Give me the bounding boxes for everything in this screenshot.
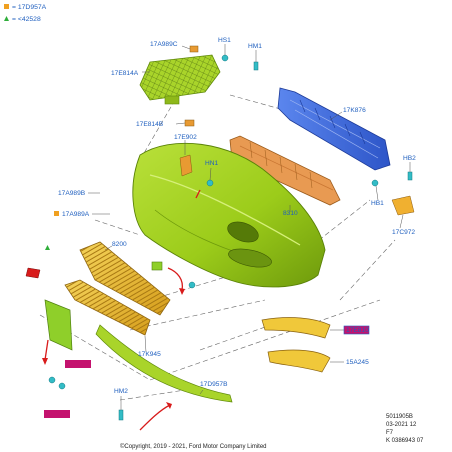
- label-17E810: 17E810: [346, 327, 369, 334]
- bracket-17C972: [391, 195, 415, 216]
- label-HS1: HS1: [218, 37, 231, 44]
- green-triangle-icon: [4, 16, 9, 21]
- label-HM2: HM2: [114, 388, 128, 395]
- fastener-screw-icon: [188, 281, 196, 289]
- highlight-box-bottom: [44, 410, 70, 418]
- reinforcement-beam-17K876: [277, 87, 391, 171]
- diagram-code-3: F7: [386, 430, 394, 436]
- fastener-hb1-icon: [371, 179, 379, 187]
- green-triangle-icon: [45, 245, 50, 250]
- label-17E810-box: [343, 325, 370, 335]
- label-HB2: HB2: [403, 155, 416, 162]
- upper-absorber-17E814A: [139, 54, 221, 105]
- fastener-hb2-icon: [407, 171, 413, 181]
- label-8200: 8200: [112, 241, 127, 248]
- label-15A245: 15A245: [346, 359, 369, 366]
- highlight-box-lower: [65, 360, 91, 368]
- fastener-hn1-icon: [206, 179, 214, 187]
- legend-item-date: = <42528: [12, 16, 41, 23]
- grille-8200: [79, 241, 171, 316]
- label-HB1: HB1: [371, 200, 384, 207]
- footer: ©Copyright, 2019 - 2021, Ford Motor Comp…: [120, 414, 424, 450]
- diagram-code-2: 03-2021 12: [386, 422, 417, 428]
- legend-item-part: = 17D957A: [12, 4, 47, 11]
- fastener-screw3-icon: [58, 382, 66, 390]
- clip-green: [151, 261, 163, 271]
- bracket-17E902: [179, 154, 193, 177]
- orange-square-icon: [54, 211, 59, 216]
- label-17D957B: 17D957B: [200, 381, 228, 388]
- label-17A989B: 17A989B: [58, 190, 86, 197]
- fasteners: [48, 54, 413, 421]
- bracket-left-green: [44, 299, 73, 351]
- fastener-hs1-icon: [221, 54, 229, 62]
- lower-grille-17K945: [64, 279, 151, 336]
- label-8310: 8310: [283, 210, 298, 217]
- bracket-17E814B: [184, 119, 195, 127]
- copyright-text: ©Copyright, 2019 - 2021, Ford Motor Comp…: [120, 443, 267, 450]
- label-17A989C: 17A989C: [150, 41, 178, 48]
- fastener-screw2-icon: [48, 376, 56, 384]
- label-17K945: 17K945: [138, 351, 161, 358]
- fastener-hm1-icon: [253, 61, 259, 71]
- trim-15A245: [267, 349, 331, 373]
- label-17A989A: 17A989A: [62, 211, 90, 218]
- label-17E814A: 17E814A: [111, 70, 139, 77]
- diagram-code-1: 5011905B: [386, 414, 413, 420]
- bracket-17A989C: [189, 45, 199, 53]
- diagram-code-4: K 0386943 07: [386, 438, 424, 444]
- part-labels: 17A989C HS1 HM1 17E814A 17K876 17E814B 1…: [54, 37, 416, 395]
- bumper-cover: [132, 142, 326, 288]
- label-HN1: HN1: [205, 160, 219, 167]
- leader-lines: [88, 44, 411, 410]
- legend: = 17D957A = <42528: [4, 4, 47, 23]
- red-arrowheads: [42, 288, 185, 409]
- red-arrows: [44, 189, 201, 431]
- label-HM1: HM1: [248, 43, 262, 50]
- spoiler-17D957B: [95, 324, 233, 403]
- trim-17E810: [261, 317, 331, 339]
- fastener-hm2-icon: [118, 409, 124, 421]
- label-17C972: 17C972: [392, 229, 415, 236]
- clip-red-icon: [25, 267, 41, 279]
- label-17K876: 17K876: [343, 107, 366, 114]
- label-17E902: 17E902: [174, 134, 197, 141]
- orange-square-icon: [4, 4, 9, 9]
- label-17E814B: 17E814B: [136, 121, 164, 128]
